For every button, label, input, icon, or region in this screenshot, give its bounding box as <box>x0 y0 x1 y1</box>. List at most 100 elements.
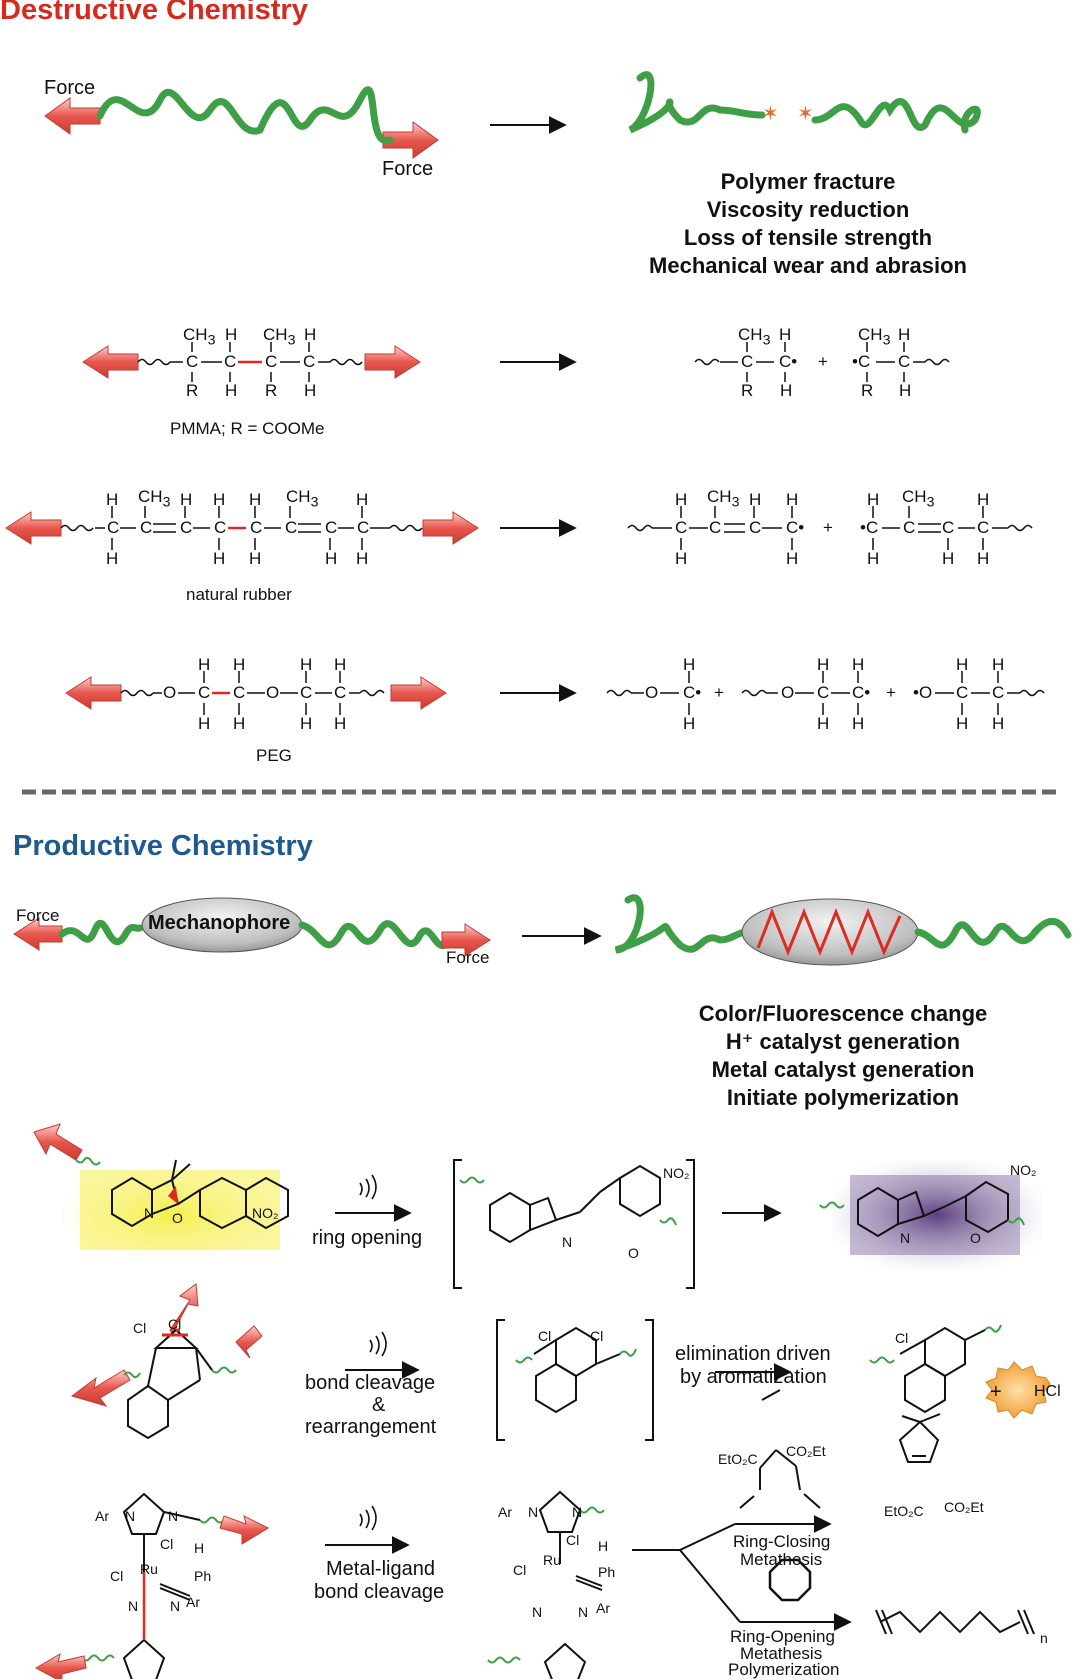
rubber-h: H <box>356 549 369 568</box>
h-label: H <box>598 1538 609 1554</box>
ring-opening-label: ring opening <box>312 1227 423 1249</box>
peg-h: H <box>233 655 246 674</box>
pmma-c2: C <box>224 352 237 371</box>
outcome-item: Viscosity reduction <box>706 197 910 222</box>
peg-prod-o: O <box>645 683 659 702</box>
mechanophore-label: Mechanophore <box>148 912 291 934</box>
pmma-r2: R <box>265 381 278 400</box>
rubber-h: H <box>249 549 262 568</box>
pmma-h1: H <box>225 381 238 400</box>
plus-sign: + <box>823 518 833 537</box>
peg-prod-h: H <box>956 655 969 674</box>
ar-label: Ar <box>186 1594 200 1610</box>
peg-prod-h: H <box>992 655 1005 674</box>
pmma-ch3-a: CH3 <box>183 325 216 349</box>
plus-sign: + <box>714 683 724 702</box>
cl-label: Cl <box>566 1532 580 1548</box>
cl-label: Cl <box>590 1328 604 1344</box>
peg-h: H <box>300 714 313 733</box>
outcome-item: Loss of tensile strength <box>683 225 933 250</box>
n-label: N <box>168 1508 179 1524</box>
outcome-item: Polymer fracture <box>720 169 896 194</box>
pmma-prod-c4: C <box>898 352 911 371</box>
pmma-prod-c2: C• <box>779 352 798 371</box>
rubber-label: natural rubber <box>186 585 292 604</box>
pmma-prod-h1: H <box>780 381 793 400</box>
rubber-h: H <box>356 490 369 509</box>
pmma-row <box>82 342 950 382</box>
peg-prod-h: H <box>683 714 696 733</box>
outcome-item: Color/Fluorescence change <box>698 1001 988 1026</box>
n-label: N <box>144 1205 155 1221</box>
pmma-ch3-b: CH3 <box>263 325 296 349</box>
peg-prod-h: H <box>992 714 1005 733</box>
rubber-prod-h: H <box>675 549 688 568</box>
n-label: N <box>532 1604 543 1620</box>
romp-label-1: Ring-Opening <box>730 1627 835 1646</box>
rubber-prod-h: H <box>786 549 799 568</box>
rubber-row <box>5 506 1033 550</box>
o-label: O <box>172 1210 183 1226</box>
o-label: O <box>970 1230 981 1246</box>
pmma-prod-h2: H <box>899 381 912 400</box>
metal-ligand-label-2: bond cleavage <box>314 1581 445 1603</box>
ampersand-label: & <box>372 1394 386 1416</box>
o-label: O <box>628 1245 639 1261</box>
plus-sign: + <box>886 683 896 702</box>
rubber-c: C <box>285 518 298 537</box>
peg-prod-h: H <box>852 714 865 733</box>
peg-h: H <box>233 714 246 733</box>
productive-title: Productive Chemistry <box>13 830 313 862</box>
rubber-c: C <box>180 518 193 537</box>
pmma-prod-ch3-a: CH3 <box>738 325 771 349</box>
rubber-prod-ch3: CH3 <box>902 487 935 511</box>
radical-star-left: ✶ <box>762 101 779 125</box>
peg-prod-c: C <box>817 683 830 702</box>
peg-prod-o: O <box>781 683 795 702</box>
destructive-title: Destructive Chemistry <box>0 0 308 26</box>
cl-label: Cl <box>133 1320 147 1336</box>
ru-label: Ru <box>543 1552 561 1568</box>
peg-h: H <box>198 714 211 733</box>
ph-label: Ph <box>598 1564 616 1580</box>
eto2c-label: EtO₂C <box>884 1503 924 1519</box>
pmma-prod-r2: R <box>861 381 874 400</box>
n-label: N <box>170 1598 181 1614</box>
rubber-prod-h: H <box>942 549 955 568</box>
peg-c: C <box>300 683 313 702</box>
pmma-prod-ch3-b: CH3 <box>858 325 891 349</box>
peg-o: O <box>266 683 280 702</box>
pmma-prod-c1: C <box>741 352 754 371</box>
rubber-h: H <box>106 549 119 568</box>
elimination-label-1: elimination driven <box>675 1343 831 1365</box>
cl-label: Cl <box>538 1328 552 1344</box>
peg-label: PEG <box>256 746 292 765</box>
romp-label-2: Metathesis <box>740 1644 823 1663</box>
rubber-prod-c: C <box>977 518 990 537</box>
n-label: N <box>578 1604 589 1620</box>
cl-label: Cl <box>168 1316 182 1332</box>
rubber-prod-ch3: CH3 <box>707 487 740 511</box>
n-label: N <box>528 1504 539 1520</box>
peg-h: H <box>198 655 211 674</box>
rubber-ch3-a: CH3 <box>138 487 171 511</box>
n-label: N <box>128 1598 139 1614</box>
pmma-prod-h-b: H <box>898 325 911 344</box>
peg-prod-h: H <box>683 655 696 674</box>
n-subscript: n <box>1040 1630 1048 1646</box>
ru-label: Ru <box>140 1561 158 1577</box>
fragment-chain-right <box>811 98 981 134</box>
rubber-h: H <box>325 549 338 568</box>
pmma-c3: C <box>265 352 278 371</box>
force-label-left: Force <box>44 77 96 99</box>
destructive-diagram: ✶ ✶ <box>5 71 1058 795</box>
rubber-prod-c: C <box>942 518 955 537</box>
outcome-item: Initiate polymerization <box>726 1085 960 1110</box>
peg-prod-h: H <box>817 655 830 674</box>
peg-prod-h: H <box>852 655 865 674</box>
peg-c: C <box>198 683 211 702</box>
rcm-label-1: Ring-Closing <box>733 1532 831 1551</box>
bond-cleavage-label: bond cleavage <box>305 1372 436 1394</box>
rubber-prod-c: C• <box>786 518 805 537</box>
co2et-label: CO₂Et <box>786 1443 826 1459</box>
